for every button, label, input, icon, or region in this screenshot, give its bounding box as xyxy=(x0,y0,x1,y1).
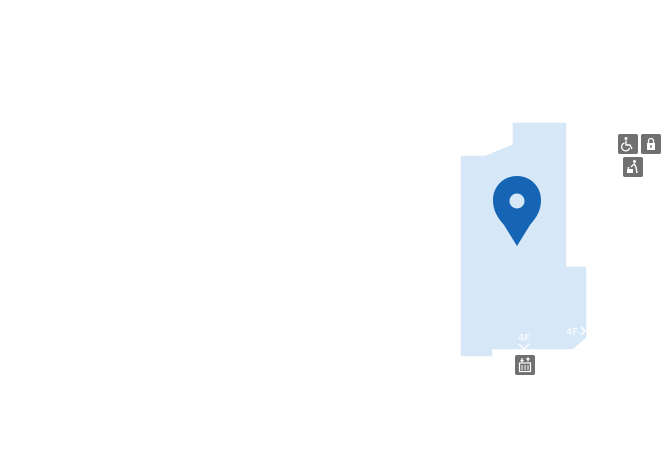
chevron-down-icon xyxy=(518,343,530,350)
elevator-symbol-icon xyxy=(518,357,532,373)
elevator-icon[interactable] xyxy=(515,355,535,375)
exit-floor-label: 4F xyxy=(566,327,578,338)
map-pin-icon[interactable] xyxy=(493,176,541,246)
elevator-floor-label: 4F xyxy=(518,333,530,344)
elevator-floor-indicator: 4F xyxy=(518,333,530,350)
baby-icon xyxy=(627,160,638,174)
wheelchair-icon xyxy=(621,137,633,152)
baby-changing-icon[interactable] xyxy=(623,157,643,177)
accessible-restroom-icon[interactable] xyxy=(618,134,638,154)
floor-area[interactable] xyxy=(459,121,588,358)
chevron-right-icon xyxy=(580,326,586,336)
exit-floor-indicator: 4F xyxy=(566,326,586,338)
locker-icon[interactable] xyxy=(641,134,661,154)
lock-icon xyxy=(647,137,655,150)
